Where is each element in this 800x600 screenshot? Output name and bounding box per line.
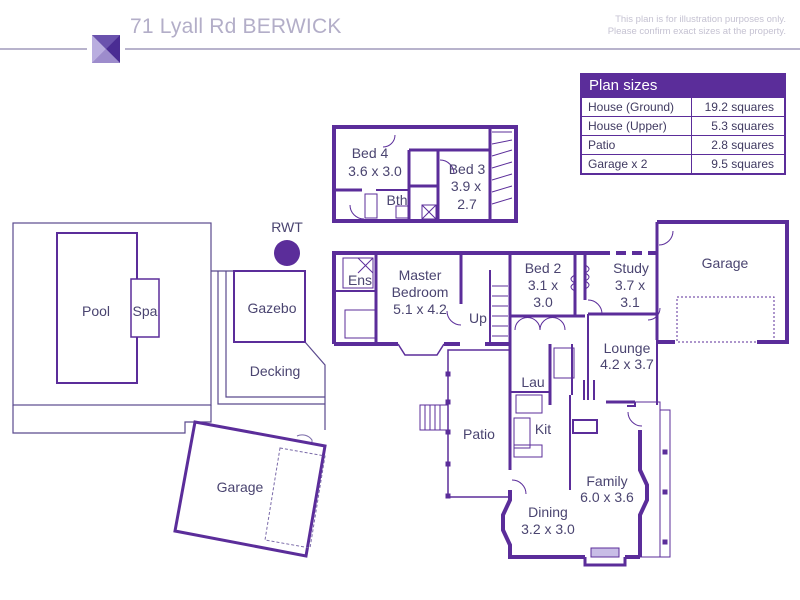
label-family: Family xyxy=(586,473,627,489)
label-pool: Pool xyxy=(82,303,110,319)
label-gazebo: Gazebo xyxy=(247,300,296,316)
page-title: 71 Lyall Rd BERWICK xyxy=(130,15,342,38)
ground-floor xyxy=(332,220,789,567)
outdoor-areas xyxy=(12,222,326,434)
decking-outline xyxy=(217,271,325,405)
decking-corner xyxy=(304,341,326,404)
area-name: Patio xyxy=(582,136,692,154)
label-study-dims1: 3.7 x xyxy=(615,277,645,293)
label-garage-main: Garage xyxy=(702,255,749,271)
gazebo xyxy=(233,270,306,343)
label-family-dims: 6.0 x 3.6 xyxy=(580,489,634,505)
label-bed2: Bed 2 xyxy=(525,260,562,276)
pyramid-logo-icon xyxy=(92,35,120,63)
label-dining-dims: 3.2 x 3.0 xyxy=(521,521,575,537)
plan-sizes-title: Plan sizes xyxy=(582,75,784,97)
label-master-1: Master xyxy=(399,267,442,283)
disclaimer-line-2: Please confirm exact sizes at the proper… xyxy=(607,26,786,37)
label-bed4-dims: 3.6 x 3.0 xyxy=(348,163,402,179)
upper-floor xyxy=(332,125,518,223)
label-patio: Patio xyxy=(463,426,495,442)
pool-surround xyxy=(12,222,212,406)
plan-sizes-table: Plan sizes House (Ground) 19.2 squares H… xyxy=(580,73,786,175)
label-spa: Spa xyxy=(133,303,158,319)
label-kit: Kit xyxy=(535,421,551,437)
table-row: House (Ground) 19.2 squares xyxy=(582,97,784,116)
label-rwt: RWT xyxy=(271,219,303,235)
label-bed2-dims1: 3.1 x xyxy=(528,277,558,293)
label-master-2: Bedroom xyxy=(392,284,449,300)
label-master-dims: 5.1 x 4.2 xyxy=(393,301,447,317)
pool-surround-lower xyxy=(12,405,212,434)
label-study-dims2: 3.1 xyxy=(620,294,640,310)
area-size: 19.2 squares xyxy=(704,100,774,114)
header-rule-left xyxy=(0,48,87,50)
rainwater-tank-icon xyxy=(274,240,300,266)
label-bed3-dims1: 3.9 x xyxy=(451,178,481,194)
label-bed2-dims2: 3.0 xyxy=(533,294,553,310)
decking-inner xyxy=(225,271,325,398)
label-bed3: Bed 3 xyxy=(449,161,486,177)
label-lounge: Lounge xyxy=(604,340,651,356)
area-size: 9.5 squares xyxy=(711,157,774,171)
label-study: Study xyxy=(613,260,649,276)
label-decking: Decking xyxy=(250,363,301,379)
label-bed3-dims2: 2.7 xyxy=(457,196,477,212)
table-row: Patio 2.8 squares xyxy=(582,135,784,154)
area-name: Garage x 2 xyxy=(582,155,692,173)
label-dining: Dining xyxy=(528,504,568,520)
area-size: 5.3 squares xyxy=(711,119,774,133)
table-row: House (Upper) 5.3 squares xyxy=(582,116,784,135)
label-bth: Bth xyxy=(386,192,407,208)
label-bed4: Bed 4 xyxy=(352,145,389,161)
area-name: House (Upper) xyxy=(582,117,692,135)
label-ens: Ens xyxy=(348,272,372,288)
spa xyxy=(130,278,160,338)
detached-garage xyxy=(173,420,327,558)
table-row: Garage x 2 9.5 squares xyxy=(582,154,784,173)
disclaimer: This plan is for illustration purposes o… xyxy=(608,14,786,38)
header-rule-right xyxy=(125,48,800,50)
label-lau: Lau xyxy=(521,374,544,390)
label-garage-detached: Garage xyxy=(217,479,264,495)
area-size: 2.8 squares xyxy=(711,138,774,152)
label-lounge-dims: 4.2 x 3.7 xyxy=(600,356,654,372)
disclaimer-line-1: This plan is for illustration purposes o… xyxy=(615,14,786,25)
area-name: House (Ground) xyxy=(582,98,692,116)
label-up: Up xyxy=(469,310,487,326)
